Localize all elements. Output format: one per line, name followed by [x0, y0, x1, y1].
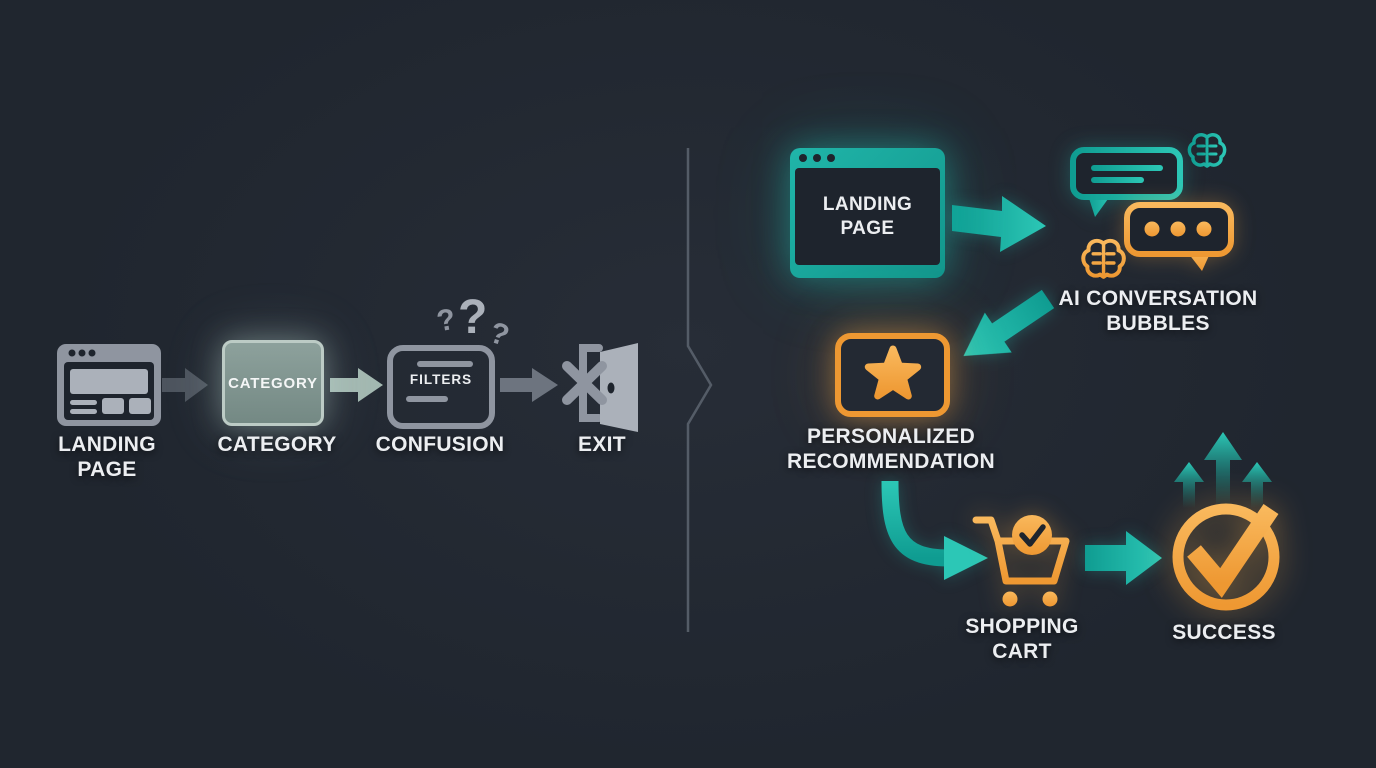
landing-window-text: PAGE: [840, 217, 895, 239]
cart-check-icon: [972, 515, 1070, 607]
filters-box-text: FILTERS: [409, 372, 473, 387]
landing-window-screen: LANDING PAGE: [795, 168, 940, 265]
arrow-right-icon: [330, 368, 383, 402]
arrow-right-icon: [1085, 531, 1162, 585]
shopping-cart-label: SHOPPING CART: [965, 615, 1079, 663]
landing-page-window: LANDING PAGE: [790, 148, 945, 278]
filters-panel-icon: [387, 345, 495, 429]
category-box: CATEGORY: [222, 340, 324, 426]
category-box-text: CATEGORY: [228, 374, 318, 392]
window-dots-icon: [799, 154, 835, 162]
growth-arrows-icon: [1174, 432, 1272, 508]
brain-icon: [1081, 238, 1126, 279]
personalized-recommendation-label: PERSONALIZED RECOMMENDATION: [787, 425, 995, 473]
success-label: SUCCESS: [1172, 621, 1276, 644]
star-card-icon: [835, 333, 950, 417]
browser-window-icon: [57, 344, 161, 426]
confusion-label: CONFUSION: [375, 433, 505, 456]
star-icon: [864, 345, 921, 400]
exit-label: EXIT: [578, 433, 626, 456]
exit-door-icon: [562, 343, 638, 432]
arrow-right-icon: [500, 368, 558, 402]
brain-icon: [1187, 133, 1227, 168]
divider-chevron-line: [686, 148, 713, 632]
arrow-down-left-icon: [963, 289, 1055, 357]
check-circle-growth-icon: [1172, 503, 1280, 611]
question-mark-icon: ?: [458, 291, 488, 344]
arrow-right-icon: [162, 368, 208, 402]
landing-window-text: LANDING: [822, 193, 913, 215]
ai-conversation-bubbles-label: AI CONVERSATION BUBBLES: [1058, 287, 1258, 335]
arrow-right-icon: [952, 196, 1046, 252]
chat-bubble-icon: [1070, 147, 1183, 217]
chat-bubble-dots-icon: [1124, 202, 1234, 271]
landing-page-label: LANDING PAGE: [58, 433, 156, 481]
arrow-curved-icon: [881, 480, 988, 580]
category-label: CATEGORY: [217, 433, 337, 456]
